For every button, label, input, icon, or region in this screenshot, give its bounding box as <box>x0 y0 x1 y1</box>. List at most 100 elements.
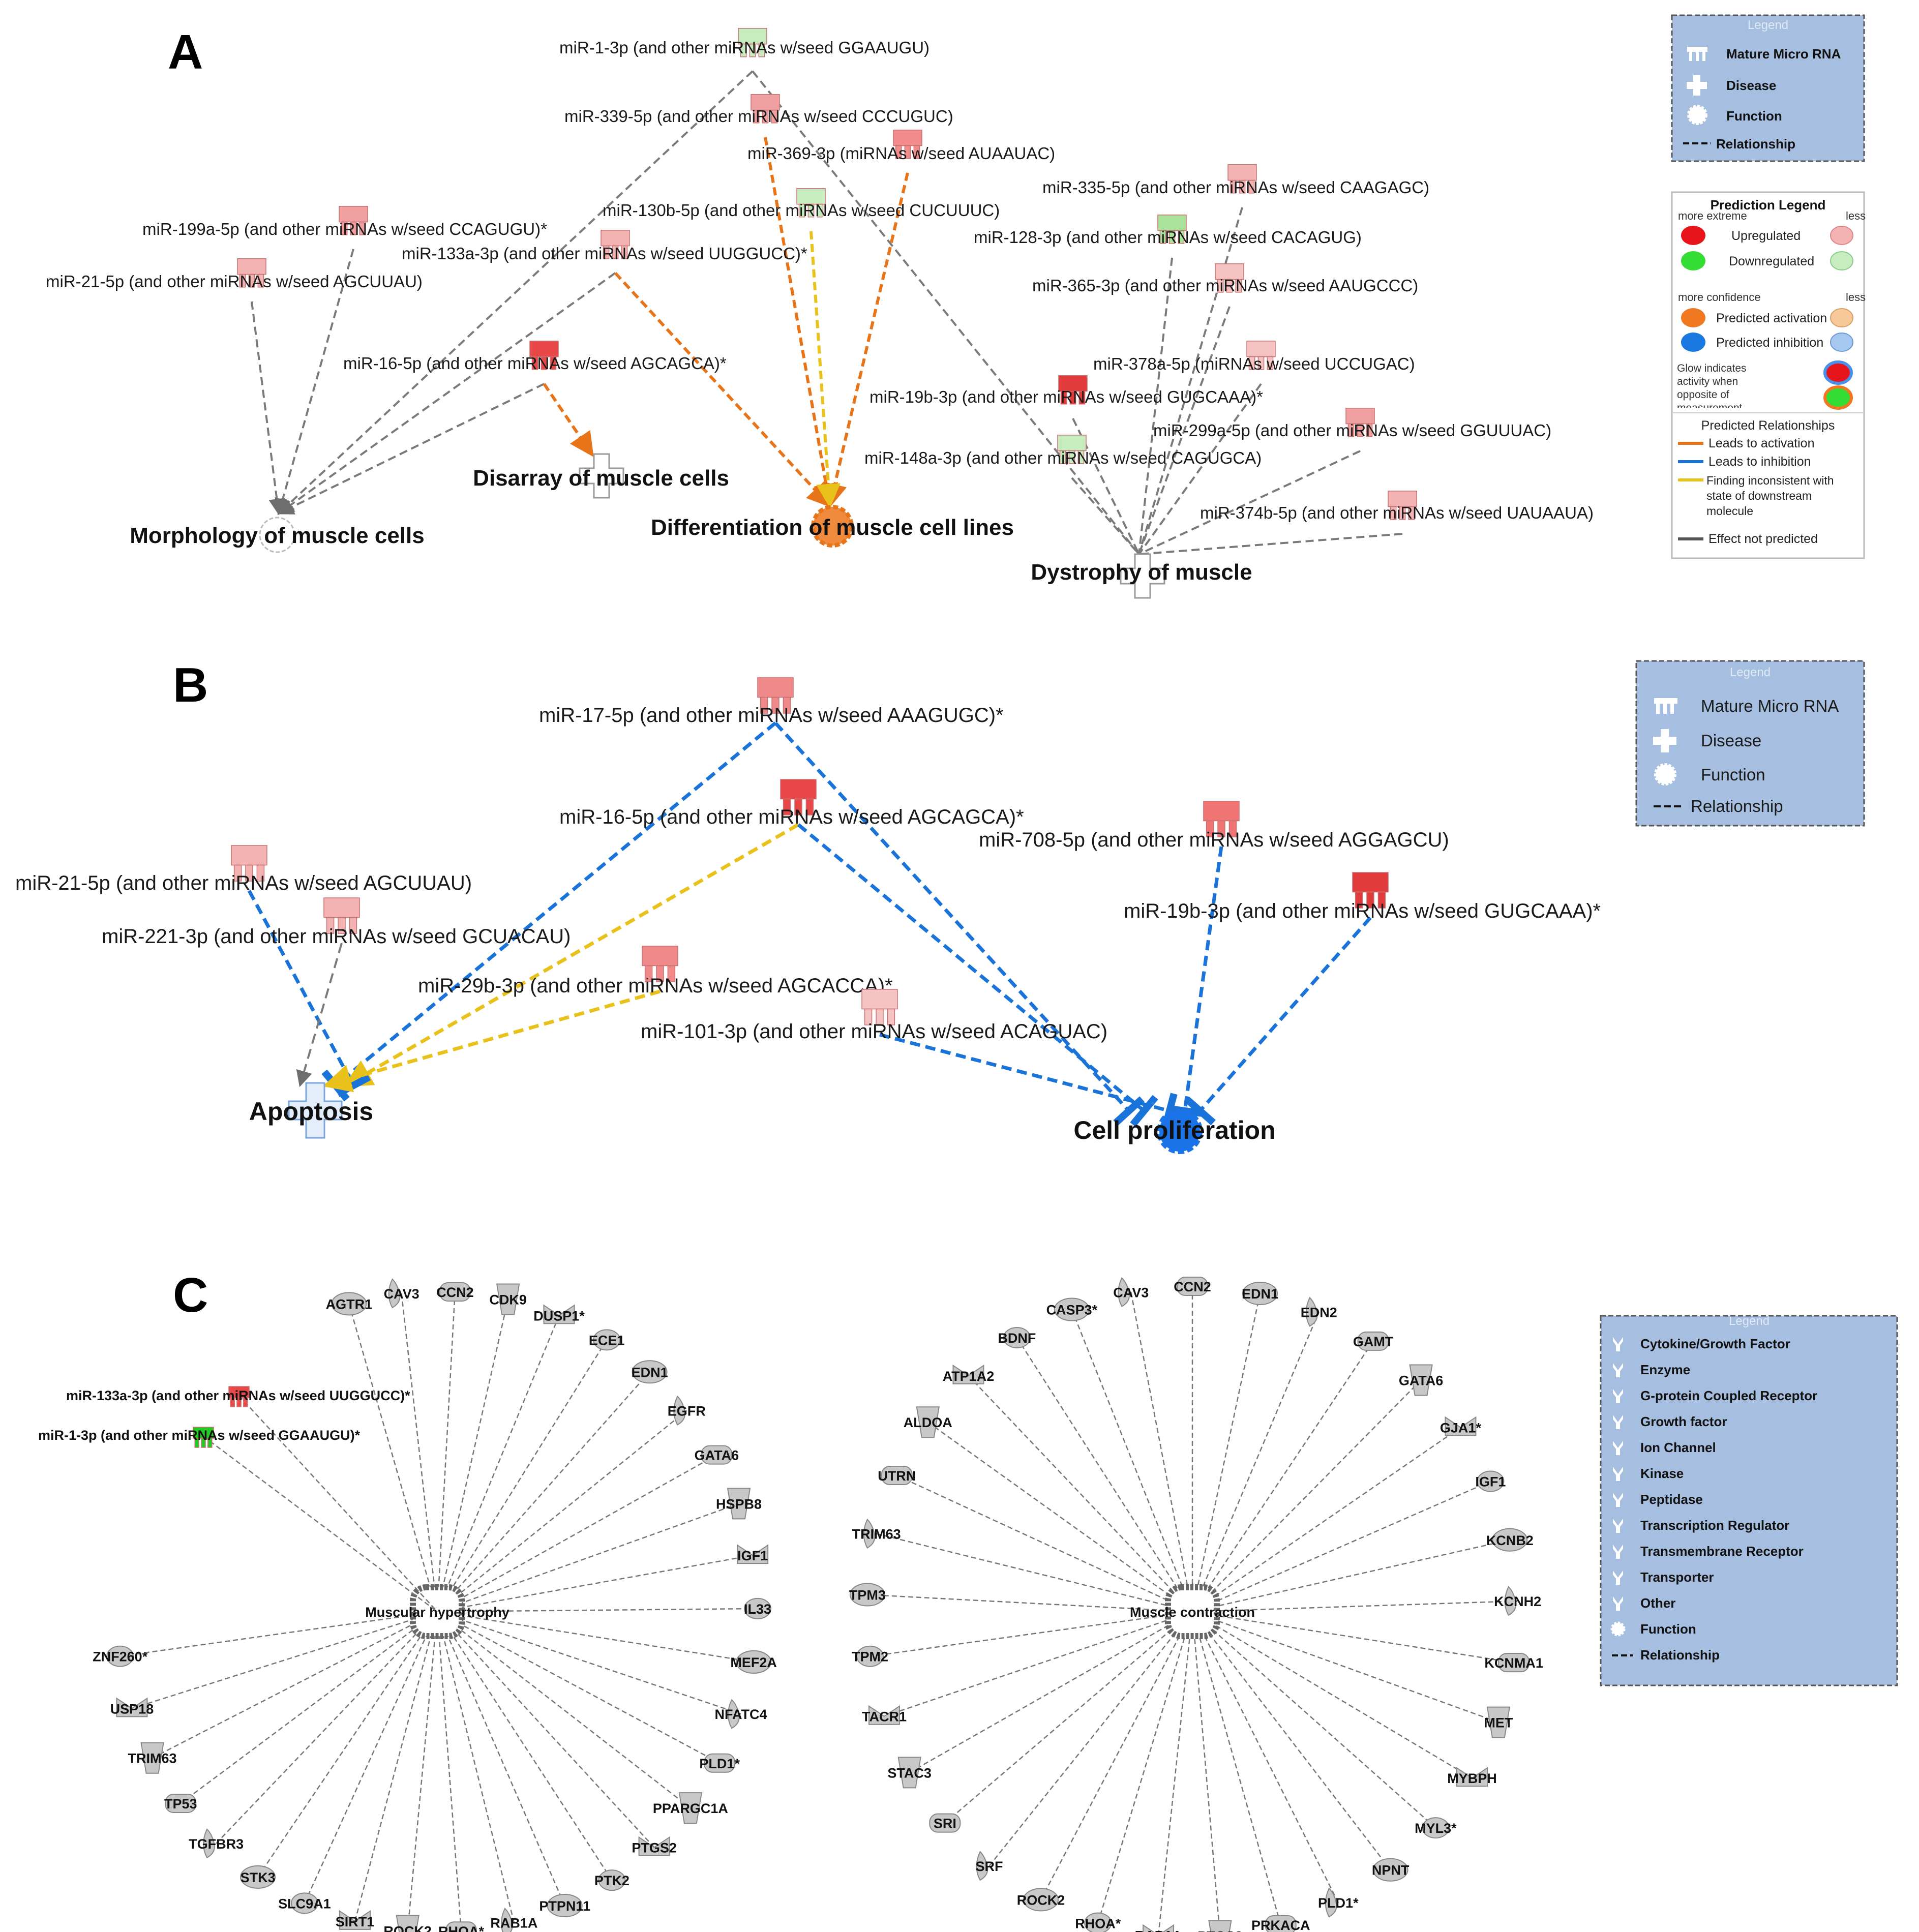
mirna-node-mir-365-3p[interactable]: miR-365-3p (and other miRNAs w/seed AAUG… <box>1032 263 1418 295</box>
gene-node-kcnb2[interactable]: KCNB2 <box>1486 1528 1534 1552</box>
mirna-node-mir-1-3p[interactable]: miR-1-3p (and other miRNAs w/seed GGAAUG… <box>38 1427 361 1448</box>
gene-node-trim63[interactable]: TRIM63 <box>852 1518 901 1549</box>
mirna-node-mir-19b-3p[interactable]: miR-19b-3p (and other miRNAs w/seed GUGC… <box>869 375 1263 406</box>
gene-node-pld1[interactable]: PLD1* <box>1318 1887 1359 1918</box>
gene-node-myl3[interactable]: MYL3* <box>1415 1817 1457 1839</box>
mature-micro-rna-icon[interactable] <box>1345 408 1375 437</box>
gene-node-aldoa[interactable]: ALDOA <box>904 1406 952 1438</box>
gene-node-agtr1[interactable]: AGTR1 <box>326 1292 373 1316</box>
gene-node-ccn2[interactable]: CCN2 <box>436 1282 474 1302</box>
mature-micro-rna-icon[interactable] <box>780 779 817 816</box>
gene-node-edn1[interactable]: EDN1 <box>1242 1281 1278 1305</box>
gene-node-rock2[interactable]: ROCK2 <box>1017 1888 1065 1912</box>
mirna-node-mir-369-3p[interactable]: miR-369-3p (miRNAs w/seed AUAAUAC) <box>747 130 1055 163</box>
gene-node-ptgs2[interactable]: PTGS2 <box>1197 1920 1243 1932</box>
mature-micro-rna-icon[interactable] <box>796 188 826 218</box>
gene-node-tpm2[interactable]: TPM2 <box>852 1645 888 1667</box>
gene-node-sri[interactable]: SRI <box>929 1813 961 1833</box>
mature-micro-rna-icon[interactable] <box>529 341 559 370</box>
gene-node-tacr1[interactable]: TACR1 <box>862 1705 907 1725</box>
mature-micro-rna-icon[interactable] <box>228 1386 250 1407</box>
gene-node-dusp1[interactable]: DUSP1* <box>533 1304 585 1324</box>
gene-node-pld1[interactable]: PLD1* <box>699 1753 740 1773</box>
gene-node-casp3[interactable]: CASP3* <box>1046 1297 1098 1321</box>
mirna-node-mir-199a-5p[interactable]: miR-199a-5p (and other miRNAs w/seed CCA… <box>142 206 547 238</box>
mature-micro-rna-icon[interactable] <box>1057 435 1087 464</box>
gene-node-rhoa[interactable]: RHOA* <box>438 1921 484 1932</box>
gene-node-srf[interactable]: SRF <box>975 1851 1003 1881</box>
gene-node-ccn2[interactable]: CCN2 <box>1174 1277 1211 1296</box>
gene-node-rhoa[interactable]: RHOA* <box>1075 1912 1121 1932</box>
mature-micro-rna-icon[interactable] <box>751 94 780 124</box>
function-node-muscular-hypertrophy[interactable]: Muscular hypertrophy <box>365 1584 509 1639</box>
gene-node-mybph[interactable]: MYBPH <box>1447 1767 1497 1787</box>
gene-node-rock2[interactable]: ROCK2 <box>383 1915 432 1932</box>
mirna-node-mir-378a-5p[interactable]: miR-378a-5p (miRNAs w/seed UCCUGAC) <box>1093 341 1415 373</box>
gene-node-gata6[interactable]: GATA6 <box>1399 1364 1444 1396</box>
gene-node-usp18[interactable]: USP18 <box>110 1697 154 1717</box>
gene-node-igf1[interactable]: IGF1 <box>1475 1470 1506 1492</box>
mirna-node-mir-101-3p[interactable]: miR-101-3p (and other miRNAs w/seed ACAG… <box>641 989 1107 1043</box>
mirna-node-mir-339-5p[interactable]: miR-339-5p (and other miRNAs w/seed CCCU… <box>564 94 953 126</box>
mirna-node-mir-17-5p[interactable]: miR-17-5p (and other miRNAs w/seed AAAGU… <box>539 677 1004 727</box>
mirna-node-mir-148a-3p[interactable]: miR-148a-3p (and other miRNAs w/seed CAG… <box>864 435 1262 467</box>
gene-node-sirt1[interactable]: SIRT1 <box>336 1910 375 1930</box>
gene-node-cav3[interactable]: CAV3 <box>1113 1277 1149 1307</box>
mirna-node-mir-335-5p[interactable]: miR-335-5p (and other miRNAs w/seed CAAG… <box>1042 164 1429 197</box>
mature-micro-rna-icon[interactable] <box>323 897 360 934</box>
mirna-node-mir-133a-3p[interactable]: miR-133a-3p (and other miRNAs w/seed UUG… <box>402 230 807 263</box>
gene-node-znf260[interactable]: ZNF260* <box>93 1645 148 1667</box>
mature-micro-rna-icon[interactable] <box>861 989 898 1025</box>
gene-node-stk3[interactable]: STK3 <box>240 1865 276 1889</box>
mirna-node-mir-16-5p[interactable]: miR-16-5p (and other miRNAs w/seed AGCAG… <box>343 341 727 373</box>
gene-node-gja1[interactable]: GJA1* <box>1440 1416 1482 1436</box>
gene-node-cdk9[interactable]: CDK9 <box>489 1283 527 1315</box>
mature-micro-rna-icon[interactable] <box>1352 872 1389 909</box>
gene-node-stac3[interactable]: STAC3 <box>887 1757 932 1789</box>
target-cell-proliferation[interactable]: Cell proliferation <box>1073 1108 1276 1154</box>
gene-node-prkaca[interactable]: PRKACA <box>1251 1915 1310 1932</box>
mirna-node-mir-221-3p[interactable]: miR-221-3p (and other miRNAs w/seed GCUA… <box>102 897 571 948</box>
gene-node-rab1a[interactable]: RAB1A <box>1135 1924 1182 1932</box>
mature-micro-rna-icon[interactable] <box>642 946 678 982</box>
gene-node-cav3[interactable]: CAV3 <box>384 1278 419 1309</box>
mature-micro-rna-icon[interactable] <box>1215 263 1244 293</box>
mirna-node-mir-374b-5p[interactable]: miR-374b-5p (and other miRNAs w/seed UAU… <box>1200 491 1594 522</box>
mirna-node-mir-29b-3p[interactable]: miR-29b-3p (and other miRNAs w/seed AGCA… <box>418 946 893 997</box>
gene-node-kcnh2[interactable]: KCNH2 <box>1494 1586 1541 1616</box>
mature-micro-rna-icon[interactable] <box>1227 164 1257 194</box>
gene-node-mef2a[interactable]: MEF2A <box>730 1650 777 1674</box>
mature-micro-rna-icon[interactable] <box>1388 491 1417 520</box>
function-node-muscle-contraction[interactable]: Muscle contraction <box>1130 1584 1255 1639</box>
mature-micro-rna-icon[interactable] <box>1058 375 1088 405</box>
mature-micro-rna-icon[interactable] <box>193 1427 214 1448</box>
gene-node-bdnf[interactable]: BDNF <box>998 1326 1036 1348</box>
gene-node-tgfbr3[interactable]: TGFBR3 <box>189 1828 244 1859</box>
gene-node-ppargc1a[interactable]: PPARGC1A <box>653 1792 728 1824</box>
mature-micro-rna-icon[interactable] <box>893 130 922 159</box>
mature-micro-rna-icon[interactable] <box>1203 801 1240 837</box>
target-dystrophy-of-muscle[interactable]: Dystrophy of muscle <box>1031 553 1252 599</box>
target-morphology-of-muscle-cells[interactable]: Morphology of muscle cells <box>130 517 425 553</box>
mirna-node-mir-130b-5p[interactable]: miR-130b-5p (and other miRNAs w/seed CUC… <box>603 188 1000 220</box>
gene-node-gata6[interactable]: GATA6 <box>695 1445 739 1465</box>
gene-node-edn1[interactable]: EDN1 <box>632 1360 668 1384</box>
mature-micro-rna-icon[interactable] <box>339 206 368 235</box>
mirna-node-mir-128-3p[interactable]: miR-128-3p (and other miRNAs w/seed CACA… <box>974 215 1362 247</box>
gene-node-met[interactable]: MET <box>1484 1706 1513 1738</box>
gene-node-il33[interactable]: IL33 <box>744 1597 771 1619</box>
mature-micro-rna-icon[interactable] <box>231 845 267 882</box>
target-apoptosis[interactable]: Apoptosis <box>249 1082 373 1139</box>
gene-node-ptk2[interactable]: PTK2 <box>594 1869 629 1891</box>
gene-node-slc9a1[interactable]: SLC9A1 <box>278 1892 331 1914</box>
mature-micro-rna-icon[interactable] <box>601 230 630 259</box>
gene-node-tp53[interactable]: TP53 <box>164 1794 197 1814</box>
gene-node-edn2[interactable]: EDN2 <box>1301 1296 1337 1327</box>
mirna-node-mir-21-5p[interactable]: miR-21-5p (and other miRNAs w/seed AGCUU… <box>46 258 423 291</box>
gene-node-nfatc4[interactable]: NFATC4 <box>715 1699 767 1729</box>
gene-node-utrn[interactable]: UTRN <box>878 1466 916 1486</box>
mature-micro-rna-icon[interactable] <box>738 28 767 57</box>
mature-micro-rna-icon[interactable] <box>1157 215 1187 244</box>
gene-node-trim63[interactable]: TRIM63 <box>128 1742 177 1774</box>
gene-node-atp1a2[interactable]: ATP1A2 <box>943 1364 995 1384</box>
